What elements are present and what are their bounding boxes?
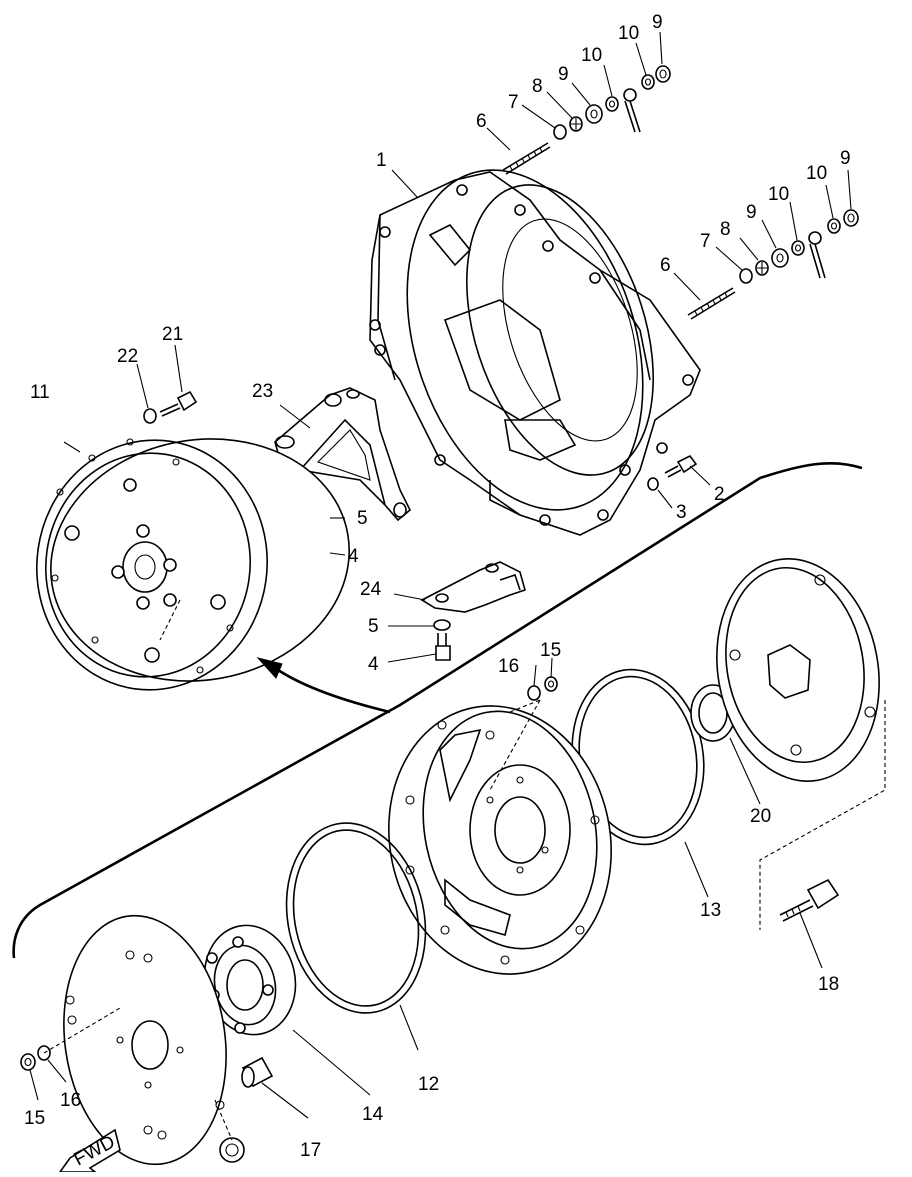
callout-9: 9 [746,202,757,223]
washer-22 [143,408,157,424]
lower-stud-set [687,209,859,320]
flywheel-11 [35,438,350,691]
callout-7: 7 [700,231,711,252]
callout-13: 13 [700,900,721,921]
callout-10: 10 [768,184,789,205]
adapter-plate [388,705,612,975]
callout-3: 3 [676,502,687,523]
callout-9: 9 [558,64,569,85]
drive-disc [63,914,227,1166]
bolt-washer-lower [433,619,451,661]
callout-21: 21 [162,324,183,345]
callout-16: 16 [60,1090,81,1111]
callout-15: 15 [24,1108,45,1129]
callout-6: 6 [476,111,487,132]
callout-10: 10 [618,23,639,44]
dashed-guides [43,599,886,1141]
assembly-boundary-line [12,462,863,959]
callout-22: 22 [117,346,138,367]
callout-10: 10 [581,45,602,66]
direction-arrow [274,666,391,714]
bushing-17 [241,1056,274,1088]
callout-16: 16 [498,656,519,677]
callout-5: 5 [357,508,368,529]
callout-18: 18 [818,974,839,995]
callout-labels: 1 2 3 4 4 5 5 6 6 7 7 8 8 9 9 9 9 10 10 … [24,12,851,1161]
callout-17: 17 [300,1140,321,1161]
callout-24: 24 [360,579,382,600]
arrow-head [256,657,283,679]
nut-bottom [219,1137,245,1163]
cover-plate [716,558,880,782]
bolt-2 [647,454,698,491]
callout-5: 5 [368,616,379,637]
callout-15: 15 [540,640,561,661]
callout-1: 1 [376,150,387,171]
callout-8: 8 [532,76,543,97]
callout-12: 12 [418,1074,439,1095]
callout-20: 20 [750,806,771,827]
flywheel-housing [369,169,701,536]
seal-ring-12 [285,822,427,1014]
nut-washer-15-16-lower [20,1045,51,1071]
callout-6: 6 [660,255,671,276]
callout-2: 2 [714,484,725,505]
bracket-23 [274,387,411,522]
nut-washer-15-16-upper [527,676,558,701]
callout-11: 11 [30,382,50,403]
callout-4: 4 [348,546,359,567]
callout-10: 10 [806,163,827,184]
callout-23: 23 [252,381,273,402]
callout-8: 8 [720,219,731,240]
callout-9: 9 [840,148,851,169]
bolt-21 [159,390,198,417]
bolt-18 [779,878,840,922]
bracket-24 [420,561,526,613]
callout-9: 9 [652,12,663,33]
leader-lines [29,31,852,1119]
callout-7: 7 [508,92,519,113]
callout-14: 14 [362,1104,384,1125]
callout-4: 4 [368,654,379,675]
upper-stud-set [502,65,671,175]
